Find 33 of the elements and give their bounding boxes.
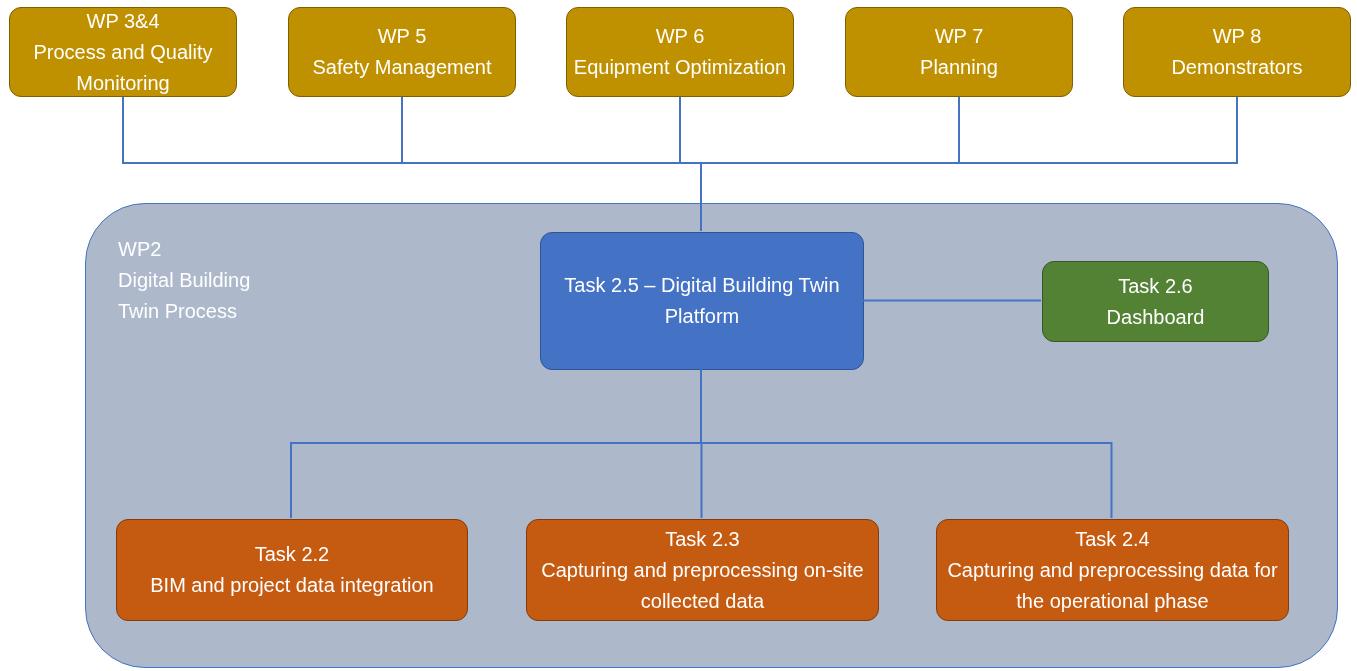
box-label: Task 2.3 <box>665 526 740 552</box>
box-label: Planning <box>920 55 998 80</box>
box-label: BIM and project data integration <box>150 573 434 598</box>
box-label: Equipment Optimization <box>573 55 787 80</box>
box-label: Digital Building Twin Process <box>118 268 252 324</box>
task-box <box>526 519 879 621</box>
task-box <box>116 519 468 621</box>
box-label: WP 3&4 <box>86 8 160 34</box>
box-label: Process and Quality Monitoring <box>32 39 214 96</box>
box-label: Task 2.6 <box>1118 273 1193 299</box>
box-label: Capturing and preprocessing data for the operational phase <box>946 557 1279 614</box>
group-panel <box>85 203 1338 668</box>
work-package-box <box>1123 7 1351 97</box>
box-label: Task 2.4 <box>1075 526 1150 552</box>
dashboard-box <box>1042 261 1269 342</box>
box-label: WP 5 <box>377 24 427 49</box>
work-package-box <box>845 7 1073 97</box>
box-label: Demonstrators <box>1171 55 1303 80</box>
box-label: WP 8 <box>1212 24 1262 49</box>
box-label: WP2 <box>118 237 162 262</box>
box-label: Capturing and preprocessing on-site collected data <box>540 557 865 614</box>
box-label: WP 6 <box>655 24 705 49</box>
box-label: WP 7 <box>934 24 984 49</box>
connector-line <box>862 299 1042 302</box>
work-package-box <box>288 7 516 97</box>
box-label: Dashboard <box>1106 304 1205 330</box>
platform-box <box>540 232 864 370</box>
work-package-box <box>9 7 237 97</box>
work-package-box <box>566 7 794 97</box>
box-label: Task 2.2 <box>254 542 330 567</box>
box-label: Safety Management <box>312 55 492 80</box>
task-box <box>936 519 1289 621</box>
box-label: Task 2.5 – Digital Building Twin Platform <box>563 273 841 329</box>
